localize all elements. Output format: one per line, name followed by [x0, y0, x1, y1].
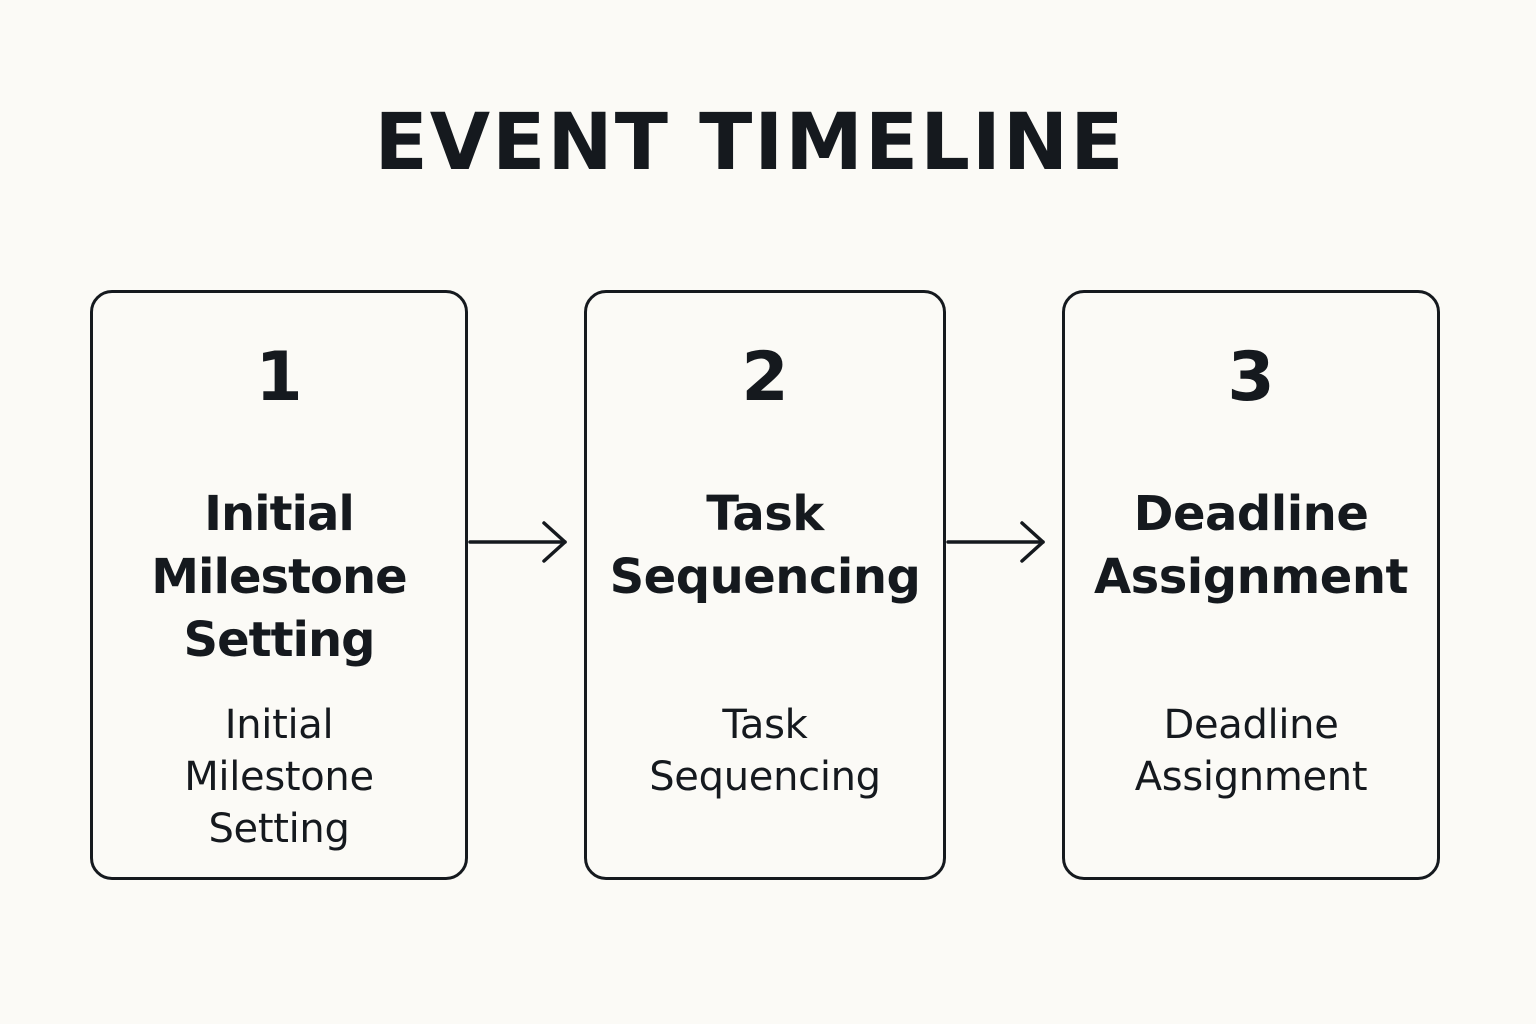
step-description: Deadline Assignment — [1071, 699, 1431, 803]
arrow-right-icon — [468, 521, 567, 563]
step-heading-line: Deadline — [1133, 486, 1369, 542]
step-description-line: Initial — [224, 702, 334, 748]
step-number: 1 — [255, 338, 303, 417]
step-description-line: Setting — [208, 806, 350, 852]
arrow-right-icon — [946, 521, 1045, 563]
step-heading-line: Setting — [183, 612, 376, 668]
step-description-line: Sequencing — [649, 754, 881, 800]
step-card-1: 1 Initial Milestone Setting Initial Mile… — [90, 290, 468, 880]
step-card-2: 2 Task Sequencing Task Sequencing — [584, 290, 946, 880]
step-description-line: Deadline — [1163, 702, 1339, 748]
step-heading: Initial Milestone Setting — [99, 483, 459, 672]
step-description-line: Task — [722, 702, 808, 748]
step-heading-line: Milestone — [151, 549, 407, 605]
step-heading-line: Initial — [204, 486, 355, 542]
step-description: Initial Milestone Setting — [99, 699, 459, 855]
step-number: 2 — [741, 338, 789, 417]
step-number: 3 — [1227, 338, 1275, 417]
step-heading: Deadline Assignment — [1071, 483, 1431, 609]
step-heading-line: Sequencing — [609, 549, 921, 605]
step-description-line: Milestone — [184, 754, 374, 800]
step-heading: Task Sequencing — [593, 483, 937, 609]
step-description-line: Assignment — [1134, 754, 1368, 800]
step-heading-line: Task — [706, 486, 824, 542]
step-card-3: 3 Deadline Assignment Deadline Assignmen… — [1062, 290, 1440, 880]
step-heading-line: Assignment — [1094, 549, 1408, 605]
diagram-title: EVENT TIMELINE — [374, 98, 1126, 188]
step-description: Task Sequencing — [593, 699, 937, 803]
